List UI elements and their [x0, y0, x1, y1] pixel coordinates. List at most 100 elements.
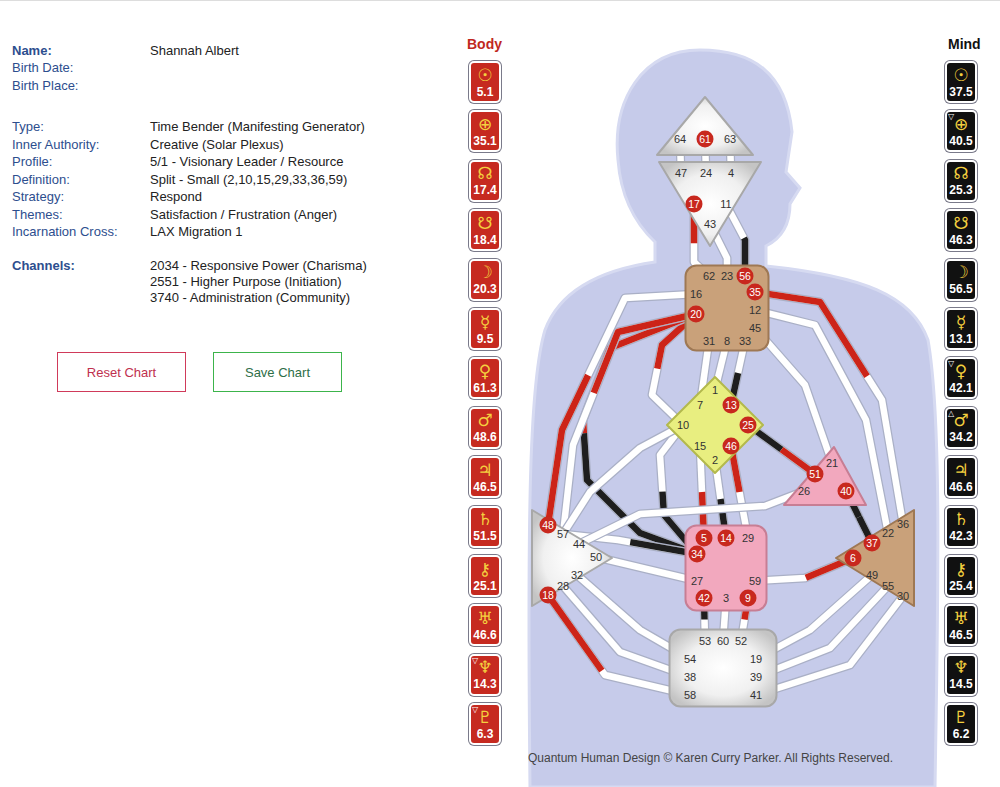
gate-number: 4: [728, 167, 734, 180]
planet-badge: ▽♆14.3: [469, 654, 501, 696]
gate-line-number: 46.6: [949, 480, 972, 494]
channel-fill: [596, 557, 697, 581]
planet-badge: ☋46.3: [945, 209, 977, 251]
energy-center: 48574450322818: [530, 508, 614, 608]
fixing-marker: ▽: [472, 656, 478, 665]
gate-number: 39: [750, 671, 762, 684]
gate-number: 10: [677, 419, 689, 432]
active-gate: 42: [696, 590, 713, 607]
center-outline: [532, 510, 612, 606]
gate-number: 45: [749, 322, 761, 335]
gate-number: 57: [557, 528, 569, 541]
gate-line-number: 46.3: [949, 233, 972, 247]
field-key: Themes:: [12, 207, 63, 223]
button-label: Reset Chart: [87, 365, 156, 380]
channel: [748, 425, 815, 474]
copyright-note: Quantum Human Design © Karen Curry Parke…: [528, 750, 893, 766]
fixing-marker: △: [948, 409, 954, 418]
active-gate: 46: [723, 438, 740, 455]
gate-line-number: 6.3: [477, 727, 494, 741]
planet-symbol: ☋: [477, 214, 492, 233]
active-gate: 40: [838, 483, 855, 500]
planet-symbol: ♄: [477, 510, 492, 529]
gate-number: 63: [724, 133, 736, 146]
field-key: Inner Authority:: [12, 137, 99, 153]
planet-badge: ⚷25.4: [945, 555, 977, 597]
channel-outline: [596, 557, 697, 581]
gate-line-number: 42.1: [949, 381, 972, 395]
gate-number: 32: [571, 569, 583, 582]
gate-line-number: 35.1: [473, 134, 496, 148]
gate-line-number: 34.2: [949, 430, 972, 444]
gate-number: 60: [717, 635, 729, 648]
gate-number: 7: [697, 399, 703, 412]
gate-line-number: 42.3: [949, 529, 972, 543]
planet-symbol: ☿: [480, 313, 490, 332]
gate-number: 15: [694, 440, 706, 453]
planet-symbol: ♃: [477, 461, 492, 480]
active-gate: 56: [737, 268, 754, 285]
field-key: Name:: [12, 43, 52, 59]
planet-badge: ♅46.6: [469, 604, 501, 646]
planet-symbol: ♆: [477, 658, 492, 677]
active-gate: 34: [689, 546, 706, 563]
planet-symbol: ♅: [953, 609, 968, 628]
planet-symbol: ☿: [956, 313, 966, 332]
gate-number: 30: [897, 590, 909, 603]
column-heading: Body: [467, 36, 502, 52]
gate-number: 22: [882, 527, 894, 540]
gate-number: 28: [557, 580, 569, 593]
center-outline: [670, 630, 777, 707]
planet-badge: ♇6.2: [945, 703, 977, 745]
gate-number: 21: [826, 457, 838, 470]
energy-center: 536052541938395841: [668, 628, 778, 708]
gate-number: 2: [712, 454, 718, 467]
planet-badge: ♂48.6: [469, 407, 501, 449]
energy-center: 514293427594239: [684, 524, 768, 612]
gate-line-number: 46.5: [473, 480, 496, 494]
field-key: Channels:: [12, 258, 75, 274]
chart-button: Reset Chart: [57, 352, 186, 392]
gate-number: 26: [798, 485, 810, 498]
gate-number: 29: [742, 532, 754, 545]
active-gate: 9: [740, 590, 757, 607]
gate-number: 31: [703, 335, 715, 348]
planet-badge: ♃46.5: [469, 456, 501, 498]
channel-outline: [748, 425, 815, 474]
gate-number: 24: [700, 167, 712, 180]
planet-badge: ☋18.4: [469, 209, 501, 251]
center-outline: [667, 377, 763, 473]
channel-outline: [756, 596, 903, 695]
planet-symbol: ♆: [953, 658, 968, 677]
planet-badge: ☊25.3: [945, 160, 977, 202]
gate-line-number: 40.5: [949, 134, 972, 148]
gate-number: 33: [739, 335, 751, 348]
gate-line-number: 20.3: [473, 282, 496, 296]
active-gate: 18: [540, 587, 557, 604]
gate-line-number: 46.5: [949, 628, 972, 642]
fixing-marker: ▽: [948, 112, 954, 121]
gate-line-number: 25.3: [949, 183, 972, 197]
active-gate: 5: [696, 530, 713, 547]
gate-number: 52: [735, 635, 747, 648]
planet-symbol: ⊕: [954, 115, 968, 134]
field-value: 5/1 - Visionary Leader / Resource: [150, 154, 343, 170]
energy-center: 21512640: [782, 445, 868, 507]
field-value: Satisfaction / Frustration (Anger): [150, 207, 337, 223]
gate-line-number: 25.4: [949, 579, 972, 593]
field-key: Profile:: [12, 154, 52, 170]
top-rule: [0, 0, 1000, 1]
channel: [756, 596, 903, 695]
gate-line-number: 37.5: [949, 85, 972, 99]
channel: [731, 446, 748, 538]
active-gate: 13: [723, 397, 740, 414]
field-value: Split - Small (2,10,15,29,33,36,59): [150, 172, 347, 188]
gate-number: 54: [684, 653, 696, 666]
field-key: Birth Date:: [12, 60, 73, 76]
energy-center: 646163: [655, 95, 755, 157]
channel-fill: [756, 596, 903, 695]
planet-symbol: ⊕: [478, 115, 492, 134]
energy-center: 1713102515462: [665, 375, 765, 475]
planet-symbol: ♀: [955, 362, 967, 381]
gate-number: 8: [724, 335, 730, 348]
